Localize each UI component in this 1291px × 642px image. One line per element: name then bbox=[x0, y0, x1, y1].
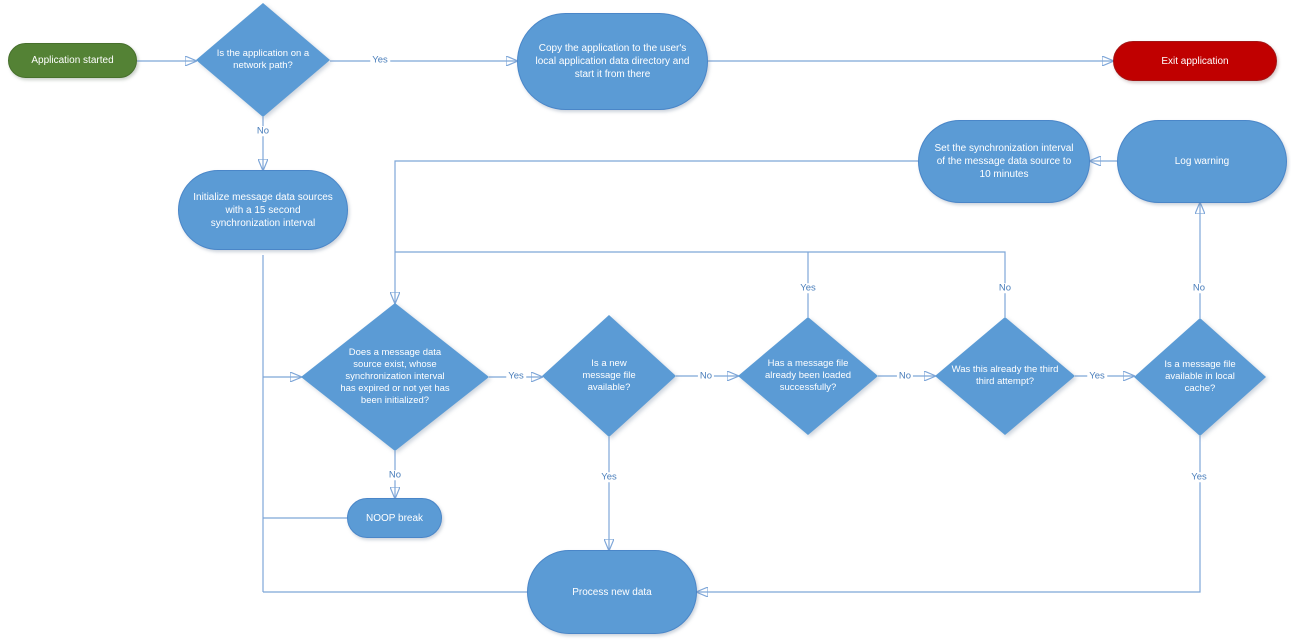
node-application-started[interactable]: Application started bbox=[8, 43, 137, 78]
edge-label-network-no: No bbox=[254, 125, 272, 137]
node-copy-application[interactable]: Copy the application to the user's local… bbox=[517, 13, 708, 110]
edge-label-already-loaded-yes: Yes bbox=[798, 282, 818, 294]
node-label: Was this already the third third attempt… bbox=[951, 363, 1059, 387]
node-label: Has a message file already been loaded s… bbox=[764, 357, 852, 394]
edge-label-new-file-no: No bbox=[697, 370, 715, 382]
node-label: Exit application bbox=[1161, 55, 1229, 67]
edge-label-source-exists-no: No bbox=[386, 469, 404, 481]
node-set-sync-interval[interactable]: Set the synchronization interval of the … bbox=[918, 120, 1090, 203]
node-new-file-decision[interactable]: Is a new message file available? bbox=[542, 315, 676, 437]
edge-label-already-loaded-no: No bbox=[896, 370, 914, 382]
node-label: Is a message file available in local cac… bbox=[1164, 358, 1236, 395]
node-label: Is the application on a network path? bbox=[216, 47, 310, 71]
node-log-warning[interactable]: Log warning bbox=[1117, 120, 1287, 203]
node-network-path-decision[interactable]: Is the application on a network path? bbox=[196, 3, 330, 117]
edge-label-local-cache-yes: Yes bbox=[1189, 471, 1209, 483]
node-process-new-data[interactable]: Process new data bbox=[527, 550, 697, 634]
edge-setinterval-to-source-exists bbox=[395, 160, 918, 303]
node-label: Process new data bbox=[572, 586, 652, 598]
edge-label-third-attempt-no: No bbox=[996, 282, 1014, 294]
node-initialize-sources[interactable]: Initialize message data sources with a 1… bbox=[178, 170, 348, 250]
edge-localcache-yes-to-process bbox=[697, 436, 1201, 592]
edge-label-new-file-yes: Yes bbox=[599, 471, 619, 483]
node-exit-application[interactable]: Exit application bbox=[1113, 41, 1277, 81]
node-already-loaded-decision[interactable]: Has a message file already been loaded s… bbox=[738, 317, 878, 435]
edge-label-third-attempt-yes: Yes bbox=[1087, 370, 1107, 382]
edge-label-network-yes: Yes bbox=[370, 54, 390, 66]
node-local-cache-decision[interactable]: Is a message file available in local cac… bbox=[1134, 318, 1266, 436]
node-label: Log warning bbox=[1174, 156, 1230, 167]
node-third-attempt-decision[interactable]: Was this already the third third attempt… bbox=[935, 317, 1075, 435]
node-label: Is a new message file available? bbox=[582, 357, 636, 394]
node-label: NOOP break bbox=[365, 512, 424, 524]
node-label: Copy the application to the user's local… bbox=[535, 43, 690, 80]
node-label: Set the synchronization interval of the … bbox=[934, 143, 1074, 180]
edge-label-source-exists-yes: Yes bbox=[506, 370, 526, 382]
edge-thirdattempt-no-return bbox=[395, 251, 1006, 317]
node-source-exists-decision[interactable]: Does a message data source exist, whose … bbox=[301, 303, 489, 451]
node-label: Application started bbox=[31, 55, 114, 66]
node-label: Does a message data source exist, whose … bbox=[340, 346, 450, 407]
node-label: Initialize message data sources with a 1… bbox=[193, 191, 333, 229]
edge-label-local-cache-no: No bbox=[1190, 282, 1208, 294]
node-noop-break[interactable]: NOOP break bbox=[347, 498, 442, 538]
